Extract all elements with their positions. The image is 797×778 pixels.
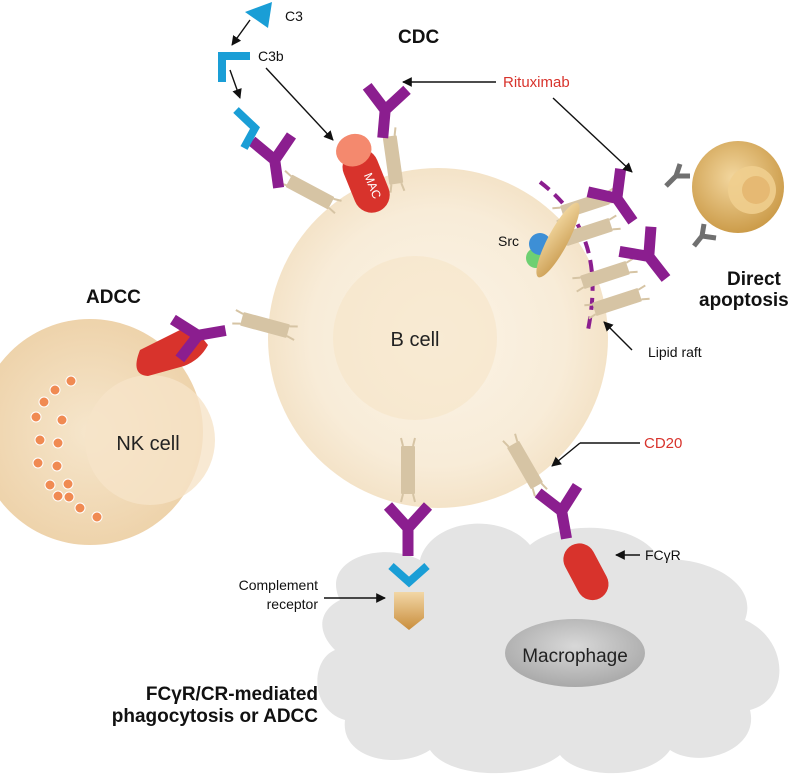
lipid-raft-label: Lipid raft (648, 344, 702, 360)
src-kinase (526, 202, 580, 278)
crosslinking-antibodies (664, 163, 717, 248)
phagocytosis-heading-line2: phagocytosis or ADCC (112, 706, 318, 727)
c3b-icon (218, 52, 250, 82)
nk-cell: NK cell (0, 319, 215, 545)
c3-triangle-icon (245, 2, 272, 28)
c3b-label: C3b (258, 48, 284, 64)
c3b-bound-icon (233, 107, 260, 150)
complement-receptor-molecule (388, 563, 430, 630)
cdc-heading: CDC (398, 27, 439, 48)
complement-receptor-label-line1: Complement (239, 577, 318, 593)
nk-granules (30, 375, 103, 523)
phagocytosis-heading-line1: FCγR/CR-mediated (146, 684, 318, 705)
complement-components (218, 2, 272, 150)
direct-apoptosis-heading-line1: Direct (727, 269, 782, 290)
macrophage-cell: Macrophage (317, 523, 780, 774)
b-cell: B cell (268, 168, 608, 508)
apoptotic-cell (692, 141, 784, 233)
macrophage-label: Macrophage (522, 646, 628, 667)
fcgr-label: FCγR (645, 547, 681, 563)
direct-apoptosis-heading-line2: apoptosis (699, 290, 789, 311)
rituximab-label: Rituximab (503, 74, 570, 91)
src-label: Src (498, 233, 519, 249)
annotation-arrows (229, 19, 640, 603)
macrophage-fcr-receptor (563, 543, 609, 601)
complement-receptor-label-line2: receptor (267, 596, 319, 612)
c3-label: C3 (285, 8, 303, 24)
adcc-heading: ADCC (86, 287, 141, 308)
b-cell-label: B cell (391, 329, 440, 351)
mac-complex: MAC (336, 133, 390, 213)
lipid-raft-arc (538, 180, 595, 331)
cd20-label: CD20 (644, 435, 682, 452)
nk-cell-label: NK cell (116, 433, 179, 455)
